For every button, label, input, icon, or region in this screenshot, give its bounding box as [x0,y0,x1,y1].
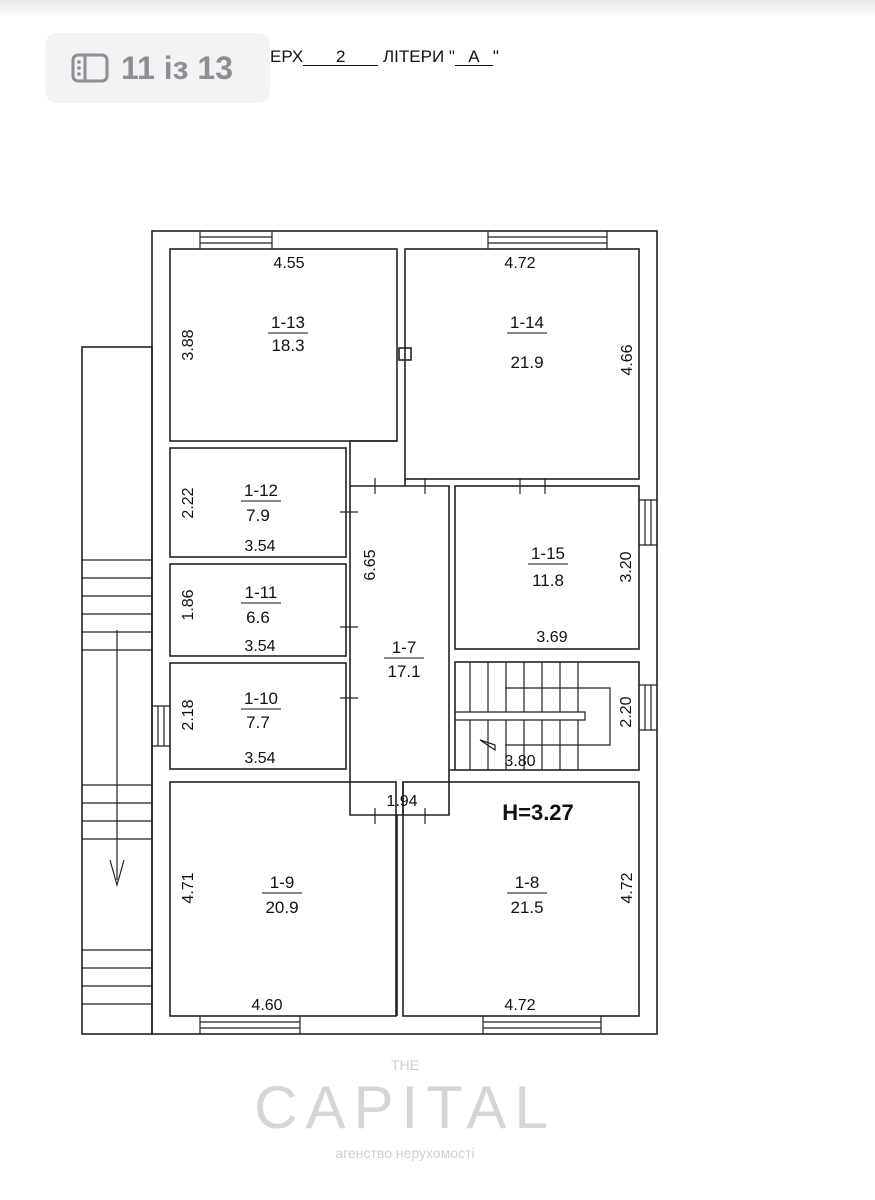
room-width: 3.54 [244,750,275,767]
watermark-top: THE [391,1057,419,1073]
room-depth: 4.71 [180,872,197,903]
room-area: 6.6 [246,608,270,627]
room-id: 1-10 [244,689,278,708]
room-depth: 3.88 [180,329,197,360]
letter-suffix: " [492,47,499,66]
room-width: 4.72 [504,997,535,1014]
sidebar-panel-icon [71,53,109,83]
room-width: 4.60 [251,997,282,1014]
watermark-main: CAPITAL [254,1074,556,1141]
room-depth: 2.22 [180,487,197,518]
room-width: 1.94 [386,793,417,810]
floor-label: ЕРХ [270,47,304,66]
room-width: 3.54 [244,638,275,655]
room-depth: 4.72 [619,872,636,903]
room-1-14-outline [404,248,640,480]
corridor-1-7-outline [349,485,455,816]
floor-value: 2 [303,48,379,66]
stair-treads [455,662,611,770]
room-id: 1-11 [245,583,278,602]
ceiling-height: H=3.27 [502,800,574,825]
exterior-stair [81,346,153,1035]
room-depth: 6.65 [362,549,379,580]
stair-outline [454,661,640,771]
room-id: 1-15 [531,544,565,563]
room-1-15-outline [454,485,640,650]
room-depth: 4.66 [619,344,636,375]
room-area: 21.9 [510,353,543,372]
room-id: 1-7 [392,638,417,657]
page-counter: 11 із 13 [121,49,233,86]
room-width: 4.55 [273,255,304,272]
room-area: 11.8 [532,571,564,590]
room-1-12-outline [169,447,347,558]
letter-value: А [454,48,493,66]
exterior-stair-treads [82,559,152,1005]
room-id: 1-8 [515,873,540,892]
top-edge [0,0,875,18]
room-area: 17.1 [387,662,420,681]
room-width: 3.54 [244,538,275,555]
windows [152,231,657,1034]
stairs-depth: 2.20 [618,696,635,727]
room-1-10-outline [169,662,347,770]
inner-walls [349,440,406,1016]
page-counter-badge[interactable]: 11 із 13 [45,33,270,103]
room-width: 3.69 [536,629,567,646]
room-1-8-outline [402,781,640,1017]
room-id: 1-14 [510,313,544,332]
room-area: 18.3 [271,336,304,355]
room-width: 4.72 [504,255,535,272]
door-ticks [340,478,546,824]
room-depth: 3.20 [618,551,635,582]
room-1-13-outline [169,248,398,442]
room-id: 1-9 [270,873,295,892]
column-marker [398,347,412,361]
room-area: 7.9 [246,506,270,525]
room-1-11-outline [169,563,347,657]
watermark-sub: агенство нерухомості [335,1145,474,1161]
room-depth: 2.18 [180,699,197,730]
room-depth: 1.86 [180,589,197,620]
letter-label: ЛІТЕРИ " [383,47,455,66]
room-id: 1-12 [244,481,278,500]
room-area: 7.7 [246,713,270,732]
room-area: 21.5 [510,898,543,917]
room-id: 1-13 [271,313,305,332]
room-1-9-outline [169,781,397,1017]
stairs-width: 3.80 [504,753,535,770]
room-area: 20.9 [265,898,298,917]
